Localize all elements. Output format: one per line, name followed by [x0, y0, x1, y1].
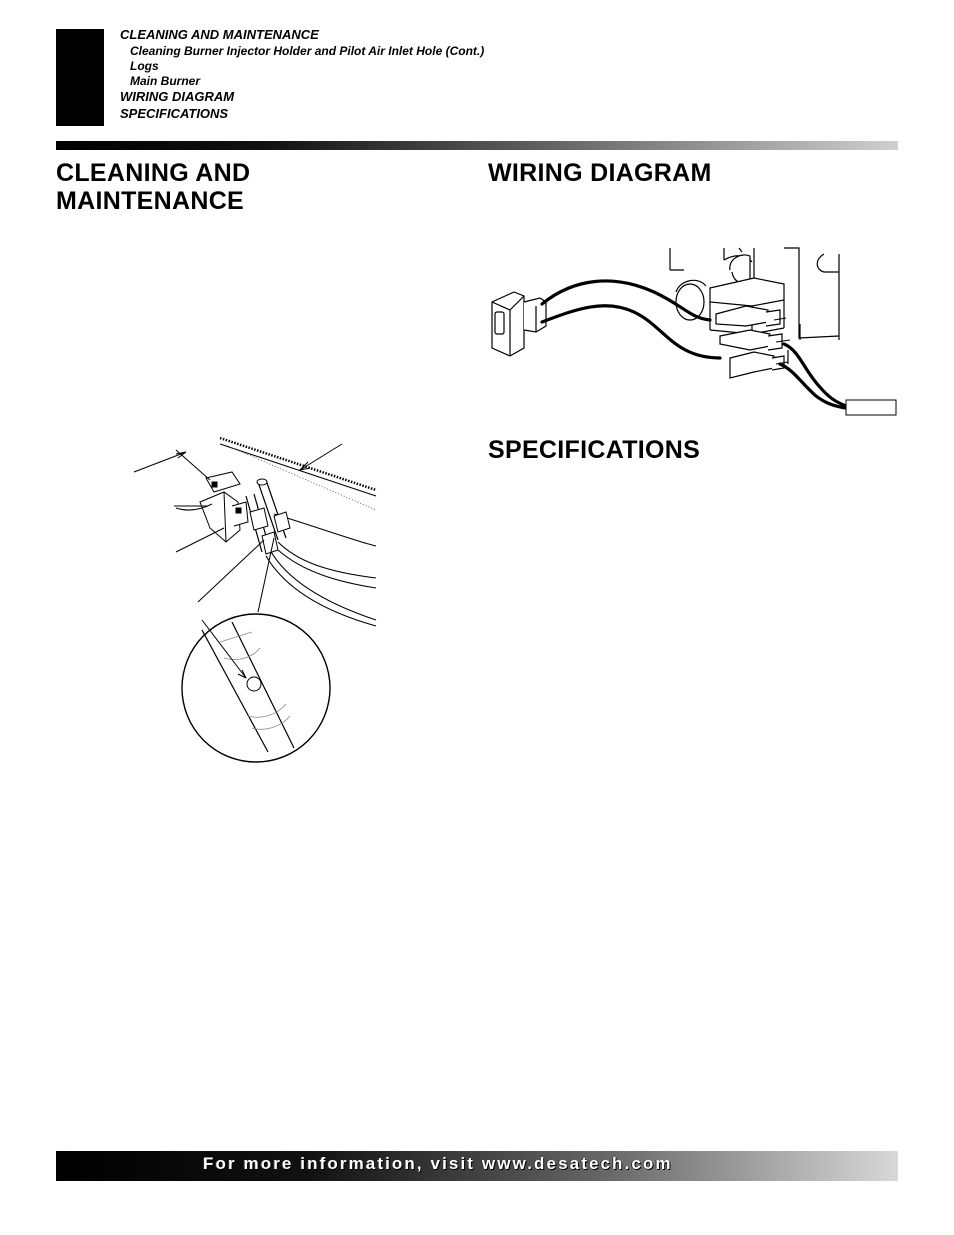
cleaning-heading-line1: CLEANING AND — [56, 159, 251, 187]
toc-item-logs[interactable]: Logs — [130, 59, 159, 73]
pilot-assembly-figure — [133, 436, 377, 763]
toc-item-specifications[interactable]: SPECIFICATIONS — [120, 106, 229, 121]
footer-bar — [56, 1151, 898, 1181]
cleaning-heading-line2: MAINTENANCE — [56, 187, 245, 215]
cleaning-heading: CLEANING AND MAINTENANCE — [56, 159, 250, 215]
specifications-heading: SPECIFICATIONS — [488, 436, 701, 464]
wiring-label-box — [845, 399, 897, 416]
toc-item-main-burner[interactable]: Main Burner — [130, 74, 201, 88]
header-rule — [56, 141, 898, 150]
wiring-diagram-figure — [491, 247, 897, 416]
toc-item-wiring[interactable]: WIRING DIAGRAM — [120, 89, 235, 104]
section-tab-marker — [56, 29, 104, 126]
wiring-heading: WIRING DIAGRAM — [488, 159, 712, 187]
toc-item-injector-holder[interactable]: Cleaning Burner Injector Holder and Pilo… — [130, 44, 485, 58]
toc-item-cleaning[interactable]: CLEANING AND MAINTENANCE — [120, 27, 319, 42]
footer-website-text[interactable]: For more information, visit www.desatech… — [203, 1154, 673, 1173]
